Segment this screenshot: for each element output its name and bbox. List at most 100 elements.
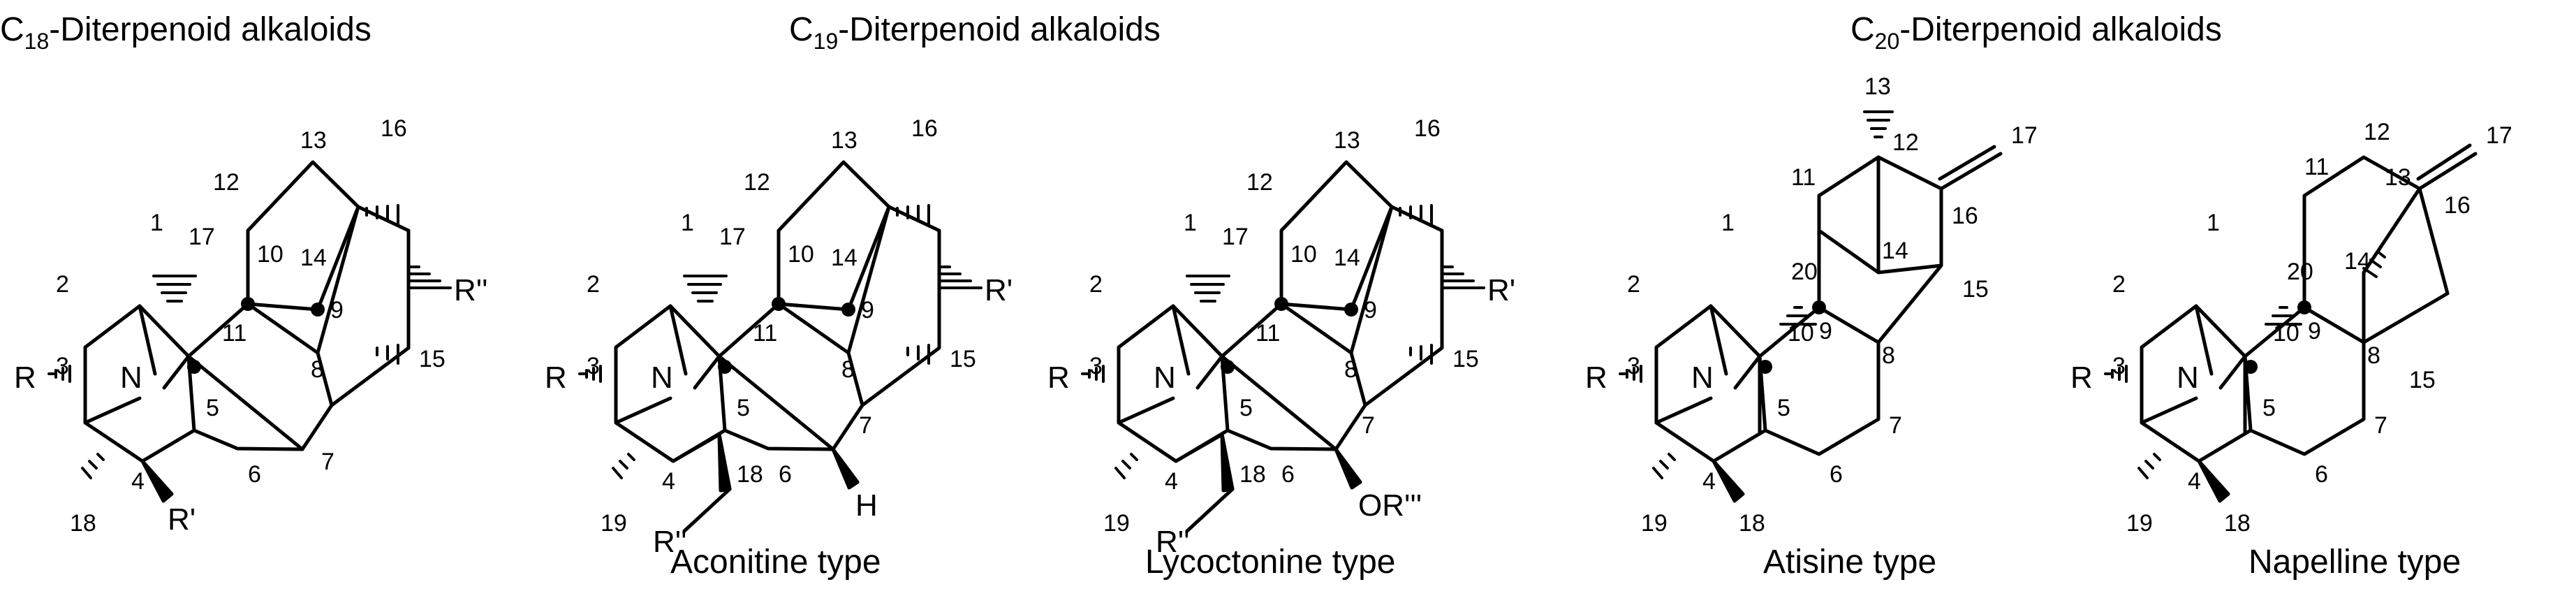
c16-exo (2416, 143, 2478, 191)
locant: 3 (1627, 353, 1640, 379)
c16-hash (896, 204, 930, 225)
locant: 19 (1641, 510, 1668, 537)
stereo-dot-c5 (1221, 360, 1235, 374)
r-group-label: R (2070, 361, 2093, 395)
locant: 2 (1089, 271, 1103, 298)
c18-wedge (1712, 459, 1745, 503)
locant: 14 (1882, 238, 1908, 264)
r-hash-bond (1619, 365, 1642, 383)
n-atom-label: N (651, 361, 673, 395)
r1-group-label: R' (168, 502, 196, 537)
locant: 13 (831, 127, 858, 154)
c19-hash (612, 453, 635, 479)
locant: 19 (601, 510, 627, 537)
locant: 13 (2385, 164, 2411, 191)
locant: 3 (56, 353, 69, 379)
locant: 5 (1777, 395, 1790, 421)
r1-group-label: R' (985, 273, 1013, 307)
locant: 6 (1281, 461, 1295, 488)
c19-hash (1114, 453, 1138, 479)
r2-group-label: R'' (1156, 525, 1190, 559)
locant: 12 (2364, 119, 2390, 145)
c14-hash (2362, 250, 2386, 278)
locant: 19 (1103, 510, 1130, 537)
r-group-label: R (545, 361, 567, 395)
c18-wedge (2197, 459, 2230, 503)
locant: 17 (719, 224, 746, 250)
locant: 9 (1364, 297, 1377, 323)
r1-hash (1441, 266, 1485, 289)
locant: 5 (2262, 395, 2276, 421)
r-hash-bond (1081, 365, 1105, 383)
c17-bridge-hash (1186, 275, 1230, 303)
locant: 1 (2207, 210, 2220, 236)
locant: 4 (1702, 468, 1716, 495)
locant: 10 (1290, 241, 1317, 268)
stereo-dot-c5 (718, 360, 732, 374)
locant: 18 (2224, 510, 2251, 537)
locant: 14 (2344, 248, 2371, 275)
locant: 9 (861, 297, 874, 323)
c16-exo (1938, 145, 2003, 191)
structure-napelline-skeleton (2104, 143, 2478, 503)
r-group-label: R (1585, 361, 1607, 395)
c17-bridge-hash (683, 275, 728, 303)
heading-c20-diterpenoid-alkaloids: C20-Diterpenoid alkaloids (1850, 11, 2222, 54)
locant: 18 (1239, 461, 1266, 488)
locant: 17 (2486, 122, 2512, 149)
h-atom-label: H (855, 488, 878, 523)
locant: 18 (1739, 510, 1765, 537)
locant: 19 (2126, 510, 2153, 537)
r-hash-bond (2104, 365, 2128, 383)
stereo-dot-c9 (841, 303, 855, 317)
locant: 14 (831, 245, 858, 271)
structure-atisine-skeleton (1619, 110, 2003, 503)
stereo-dot-c9 (1812, 300, 1826, 314)
locant: 18 (737, 461, 763, 488)
ring-cd-bonds (2302, 155, 2450, 344)
c16-hash (1399, 204, 1433, 225)
c17-bridge-hash (152, 275, 197, 303)
caption-aconitine-type: Aconitine type (670, 544, 881, 581)
n-atom-label: N (2177, 361, 2199, 395)
locant: 16 (1952, 203, 1978, 229)
stereo-dot-c10 (1274, 297, 1288, 311)
or3-group-label: OR''' (1358, 488, 1422, 523)
locant: 5 (737, 395, 750, 421)
stereo-dot-c5 (1758, 360, 1772, 374)
locant: 11 (2304, 154, 2329, 180)
c18-hash (81, 453, 105, 479)
n-atom-label: N (1691, 361, 1714, 395)
locant: 12 (1892, 129, 1919, 156)
r1-hash (938, 266, 982, 289)
locant: 16 (1414, 115, 1441, 142)
stereo-dot-c10 (241, 297, 255, 311)
ring-b-bonds (2243, 305, 2366, 456)
c20-hash (1779, 306, 1817, 326)
atisine-labels: N R 1 2 3 4 5 6 7 8 9 10 11 12 13 14 15 … (1585, 73, 2038, 537)
c15-hash (1409, 344, 1433, 365)
locant: 12 (1246, 169, 1273, 196)
locant: 2 (56, 271, 69, 298)
locant: 14 (1334, 245, 1360, 271)
locant: 17 (2011, 122, 2038, 149)
n-bridge-bonds (1117, 304, 1224, 425)
ring-cd-bonds (717, 160, 941, 451)
n-atom-label: N (1154, 361, 1176, 395)
r2-hash (407, 266, 452, 289)
c18-wedge (1220, 432, 1235, 493)
locant: 8 (1882, 342, 1895, 369)
locant: 1 (150, 210, 163, 236)
r2-group-label: R'' (653, 525, 687, 559)
locant: 6 (1830, 461, 1843, 488)
locant: 20 (2287, 259, 2313, 285)
locant: 9 (330, 297, 344, 323)
locant: 3 (2112, 353, 2126, 379)
r1-wedge (140, 459, 174, 503)
locant: 8 (1344, 356, 1357, 383)
h-wedge (831, 447, 860, 490)
c19-hash (2137, 453, 2161, 479)
r-group-label: R (14, 361, 36, 395)
locant: 13 (1334, 127, 1360, 154)
c18-labels: N R R' R'' 1 2 3 4 5 6 7 8 9 10 11 12 13… (14, 115, 488, 537)
